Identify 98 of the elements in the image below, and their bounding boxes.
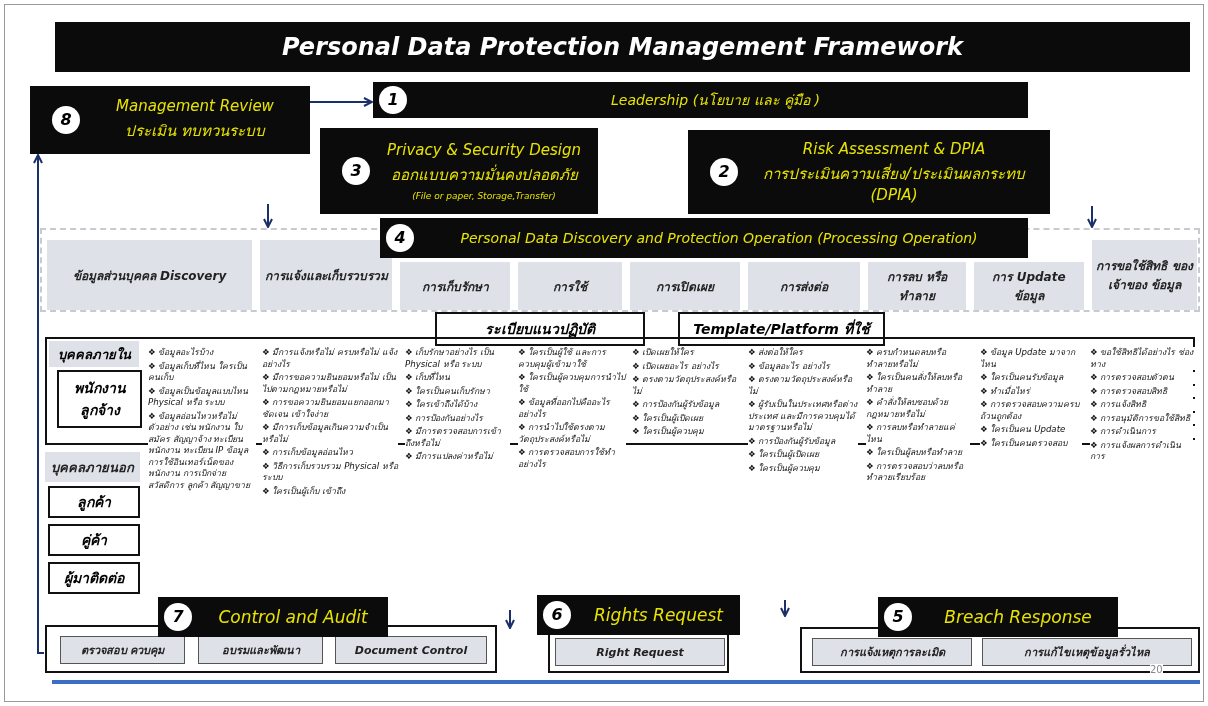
arrow	[33, 154, 45, 654]
label-box	[48, 562, 140, 594]
step-number: 8	[52, 106, 80, 134]
bullet-text: ❖ การดำเนินการ	[1090, 426, 1195, 438]
box-text: Right Request	[596, 645, 684, 659]
step-number: 4	[386, 224, 414, 252]
step-subtitle: ประเมิน ทบทวนระบบ	[125, 121, 265, 142]
arrow	[263, 203, 273, 228]
bullet-text: ❖ มีการเก็บข้อมูลเกินความจำเป็นหรือไม่	[262, 422, 398, 445]
box-text: พนักงาน ลูกจ้าง	[72, 379, 127, 421]
box-text: การแก้ไขเหตุข้อมูลรั่วไหล	[1024, 643, 1150, 661]
step-title: Rights Request	[594, 605, 723, 625]
bullet-text: ❖ มีการแจ้งหรือไม่ ครบหรือไม่ แจ้งอย่างไร	[262, 347, 398, 370]
box-text: คู่ค้า	[81, 531, 107, 551]
step-title: Risk Assessment & DPIA	[802, 140, 986, 158]
task-box	[335, 636, 487, 664]
box-text: ตรวจสอบ ควบคุม	[80, 643, 165, 659]
step-panel	[537, 595, 740, 673]
group-label: บุคคลภายใน	[49, 341, 139, 367]
bullet-text: ❖ ใครเป็นผู้ควบคุมการนำไปใช้	[518, 372, 626, 395]
task-box	[198, 636, 323, 664]
box-text: การ Update ข้อมูล	[991, 269, 1067, 305]
bullet-text: ❖ การตรวจสอบสิทธิ	[1090, 385, 1195, 397]
step-subtitle: (File or paper, Storage,Transfer)	[412, 191, 556, 201]
box-text: ข้อมูลส่วนบุคคล Discovery	[72, 267, 227, 285]
step-subtitle: ออกแบบความมั่นคงปลอดภัย	[390, 163, 578, 186]
bullet-text: ❖ ตรงตามวัตถุประสงค์หรือไม่	[632, 374, 738, 397]
box-text: อบรมและพัฒนา	[221, 643, 300, 659]
bullet-text: ❖ การอนุมัติการขอใช้สิทธิ	[1090, 412, 1195, 424]
bullet-text: ❖ มีการตรวจสอบการเข้าถึงหรือไม่	[405, 426, 510, 449]
group-label-box	[45, 452, 140, 482]
step-title: Personal Data Discovery and Protection Operation (Processing Operation)	[460, 230, 978, 246]
box-text: ระเบียบแนวปฏิบัติ	[485, 320, 595, 339]
bullet-text: ❖ การแจ้งสิทธิ	[1090, 399, 1195, 411]
stage-box	[518, 262, 622, 310]
title: Personal Data Protection Management Framework	[281, 33, 964, 61]
step-number: 2	[710, 158, 738, 186]
step-box	[688, 130, 1050, 214]
box-text: การเปิดเผย	[656, 278, 714, 296]
bullet-text: ❖ ผู้รับเป็นในประเทศหรือต่างประเทศ และมีการควบคุมได้มาตรฐานหรือไม่	[748, 399, 858, 434]
task-box	[555, 638, 725, 666]
box-text: ลูกค้า	[77, 493, 111, 513]
box-text: บุคคลภายนอก	[51, 458, 134, 478]
stage-box	[1092, 240, 1197, 310]
bullet-text: ❖ ขอใช้สิทธิได้อย่างไร ช่องทาง	[1090, 347, 1195, 370]
bullet-text: ❖ การตรวจสอบความครบถ้วนถูกต้อง	[980, 399, 1082, 422]
stage-box	[260, 240, 392, 310]
box-text: การขอใช้สิทธิ ของเจ้าของ ข้อมูล	[1096, 258, 1193, 294]
step-subtitle: การประเมินความเสี่ยง/ประเมินผลกระทบ (DPIA)	[762, 162, 1027, 204]
stage-box	[748, 262, 860, 310]
step-title: Control and Audit	[218, 607, 368, 627]
stage-box	[47, 240, 252, 310]
step-number: 1	[379, 86, 407, 114]
step-number: 5	[884, 603, 912, 631]
stage-box	[400, 262, 510, 310]
bullet-text: ❖ การป้องกันผู้รับข้อมูล	[748, 435, 858, 447]
box-text: การส่งต่อ	[780, 278, 828, 296]
label-box	[57, 370, 142, 428]
group-band	[45, 337, 145, 445]
label-box	[48, 486, 140, 518]
page-number: 20	[1150, 664, 1163, 675]
step-box	[320, 128, 598, 214]
box-text: การแจ้งและเก็บรวบรวม	[264, 267, 388, 285]
bullet-text: ❖ การนำไปใช้ตรงตามวัตถุประสงค์หรือไม่	[518, 422, 626, 445]
bullet-text: ❖ มีการขอความยินยอมหรือไม่ เป็นไปตามกฎหมายหรือไม่	[262, 372, 398, 395]
step-number: 3	[342, 157, 370, 185]
box-text: การเก็บรักษา	[421, 278, 489, 296]
box-text: การใช้	[553, 278, 587, 296]
step-box	[380, 218, 1028, 258]
box-text: Document Control	[354, 643, 468, 657]
step-title: Privacy & Security Design	[387, 141, 581, 159]
bullet-text: ❖ การตรวจสอบตัวตน	[1090, 372, 1195, 384]
box-text: ผู้มาติดต่อ	[64, 569, 124, 589]
task-box	[812, 638, 972, 666]
step-panel	[800, 597, 1200, 673]
step-number: 7	[164, 603, 192, 631]
bullet-text: ❖ ข้อมูลอ่อนไหวหรือไม่ ตัวอย่าง เช่น พนักงาน ใบสมัคร สัญญาจ้าง ทะเบียนพนักงาน ทะเบียน IP ข้อมูลการใช้อินเทอร์เน็ตของพนักงาน การเบิกจ่ายสวัสดิการ ลูกค้า สัญญาขาย	[148, 410, 256, 491]
stage-box	[630, 262, 740, 310]
step-box	[373, 82, 1028, 118]
box-text: การแจ้งเหตุการละเมิด	[839, 645, 945, 661]
bullet-text: ❖ การลบหรือทำลายแค่ไหน	[866, 422, 970, 445]
label-box	[678, 312, 885, 346]
step-title: Management Review	[116, 97, 274, 115]
box-text: การลบ หรือ ทำลาย	[885, 269, 949, 305]
task-box	[60, 636, 185, 664]
bullet-text: ❖ ใครเป็นคนตรวจสอบ	[980, 437, 1082, 449]
label-box	[48, 524, 140, 556]
arrow	[309, 97, 373, 107]
stage-box	[868, 262, 966, 310]
step-title: Breach Response	[944, 607, 1092, 627]
label-box	[435, 312, 645, 346]
step-title: Leadership (นโยบาย และ คู่มือ )	[611, 91, 820, 111]
step-number: 6	[543, 601, 571, 629]
step-box	[30, 86, 310, 154]
stage-box	[974, 262, 1084, 310]
arrow	[1087, 205, 1097, 228]
step-panel	[45, 597, 497, 673]
task-box	[982, 638, 1192, 666]
